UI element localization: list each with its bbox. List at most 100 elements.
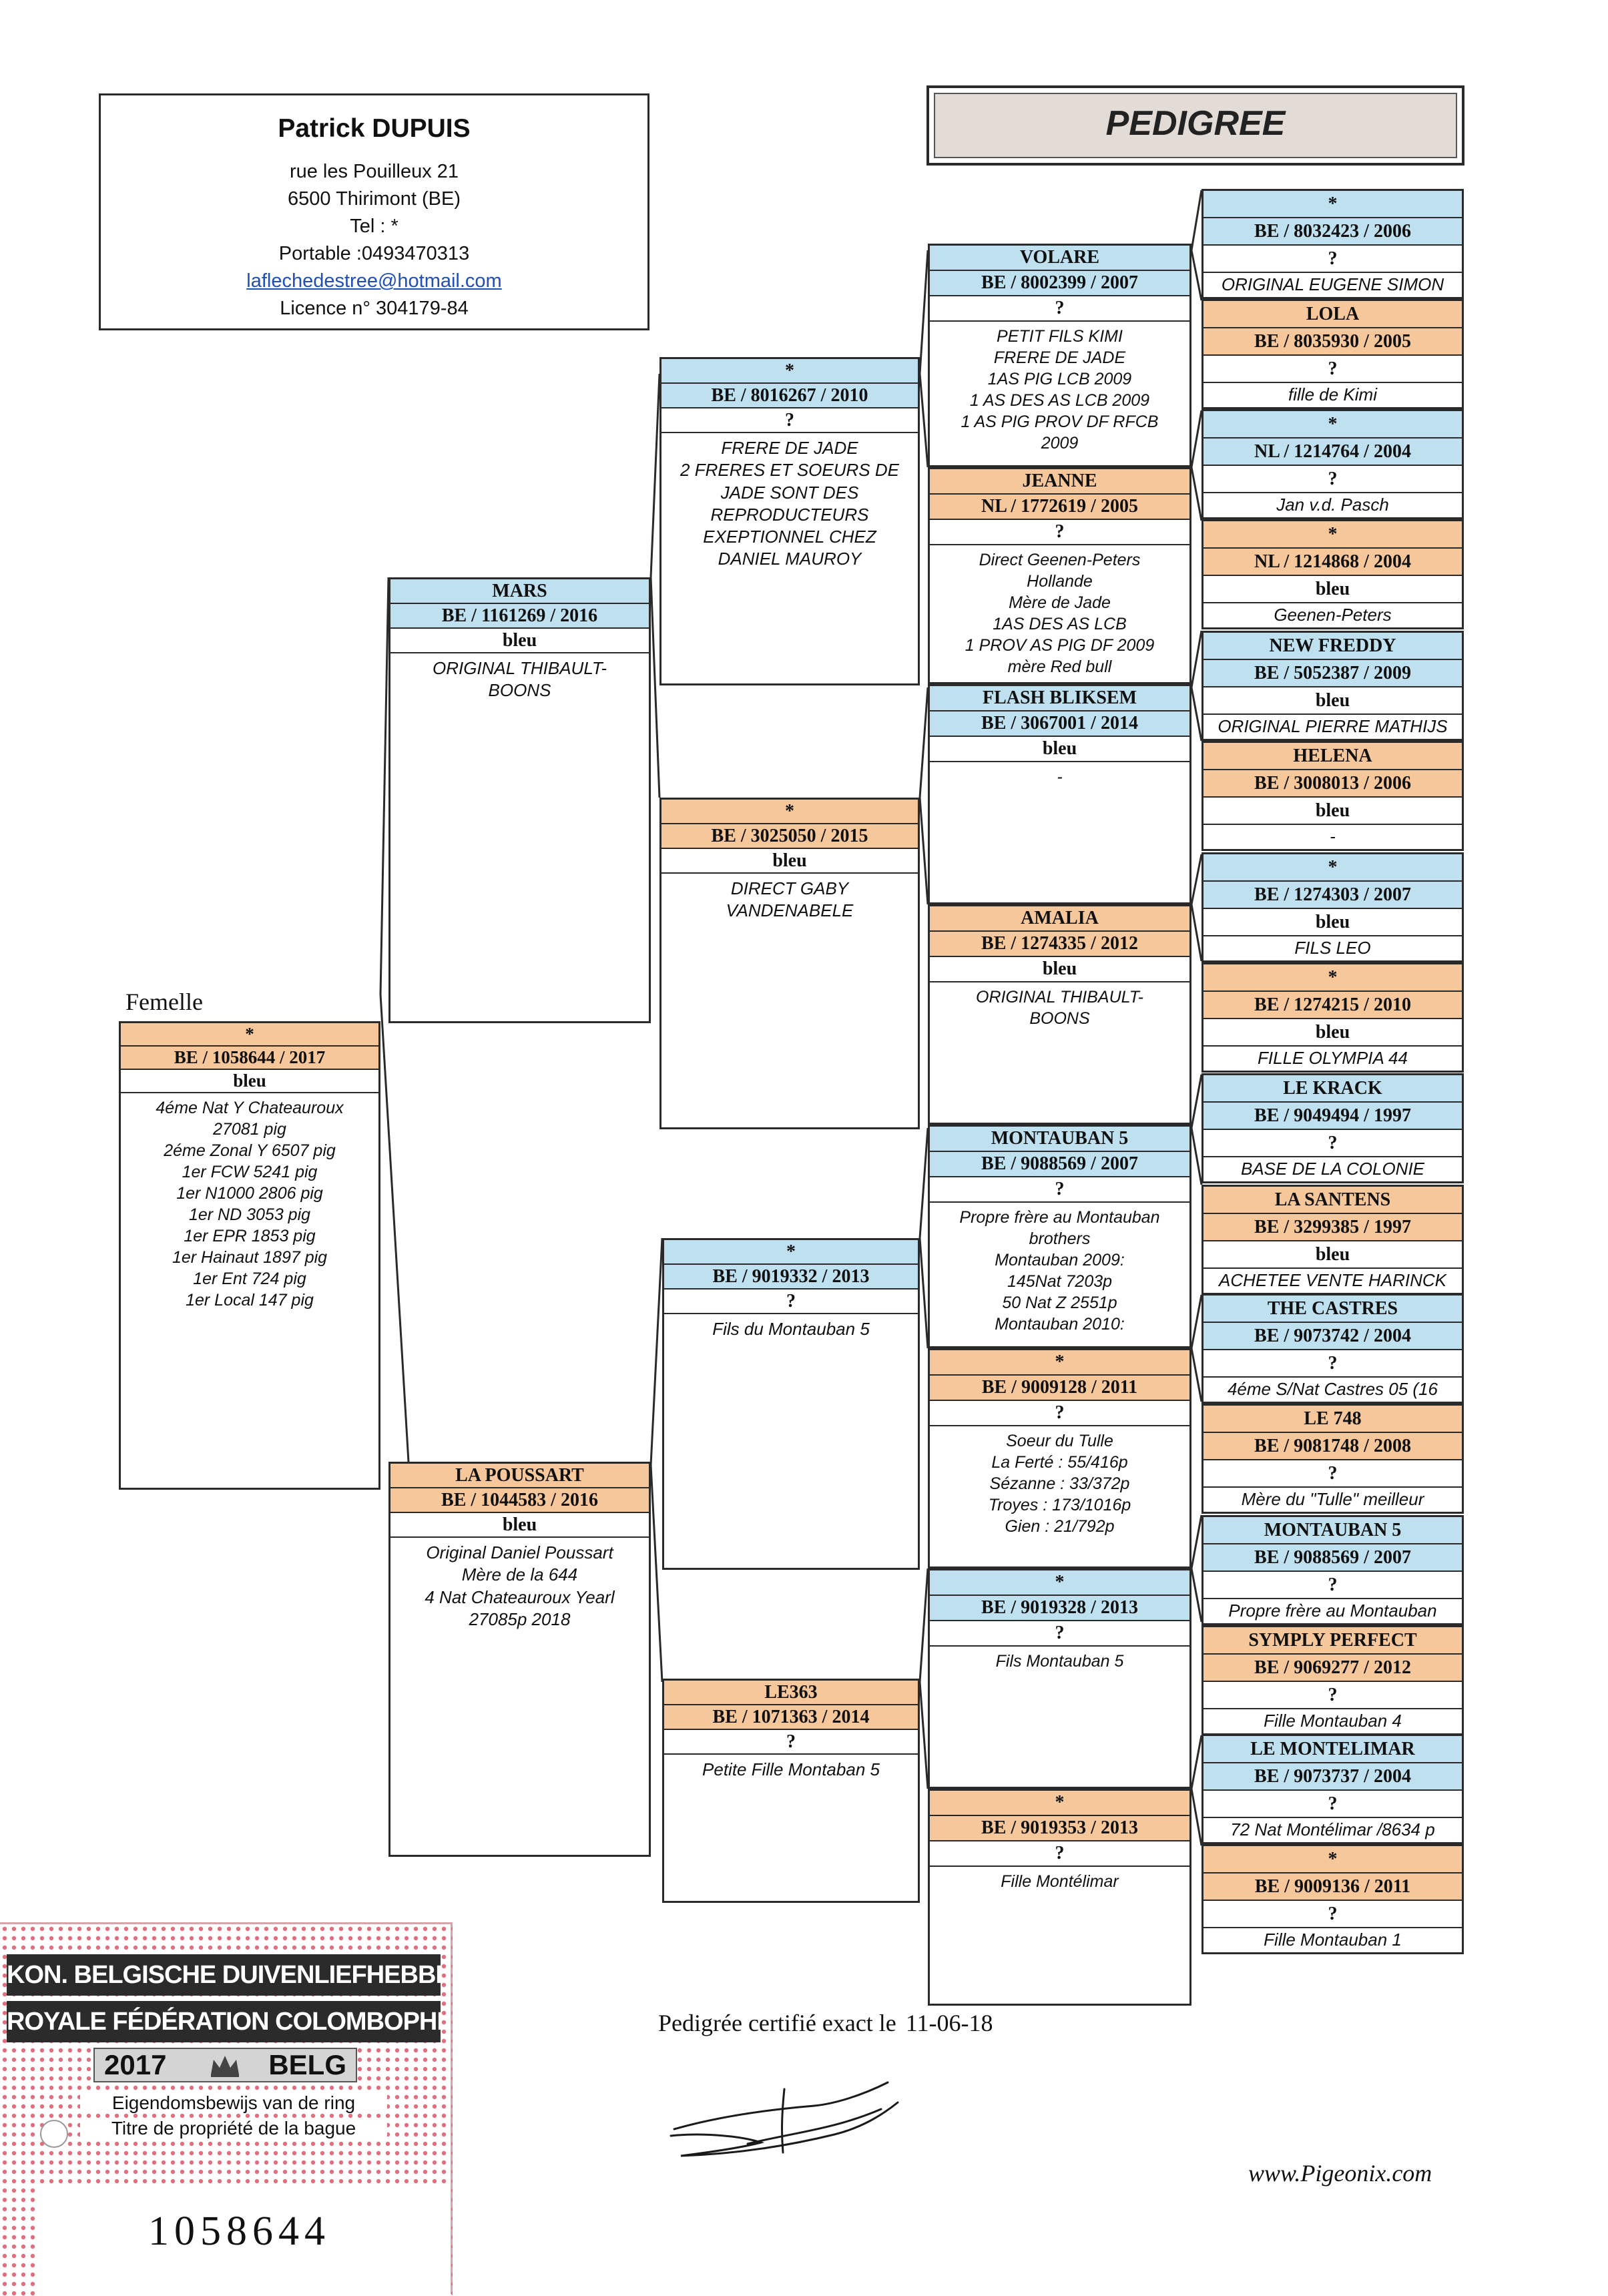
bird-name: * [664, 1240, 918, 1265]
pedigree-title-box: PEDIGREE [926, 85, 1464, 166]
bird-ring: BE / 9009128 / 2011 [930, 1376, 1189, 1401]
bird-note-line: brothers [1029, 1229, 1091, 1248]
bird-notes: Fille Montélimar [930, 1867, 1189, 1892]
bird-name: * [121, 1023, 378, 1047]
bird-name: THE CASTRES [1203, 1296, 1462, 1323]
bird-color: ? [661, 408, 918, 433]
bird-color: ? [1203, 1460, 1462, 1488]
bird-ring: BE / 9019332 / 2013 [664, 1265, 918, 1289]
bird-note-line: EXEPTIONNEL CHEZ [703, 527, 876, 547]
crown-icon [211, 2056, 239, 2077]
bird-name: LE 748 [1203, 1406, 1462, 1433]
bird-name: * [1203, 521, 1462, 549]
bird-note-line: 2009 [1041, 434, 1079, 453]
bird-note-line: DANIEL MAUROY [718, 549, 862, 569]
bird-note-line: Mère de la 644 [461, 1564, 578, 1585]
certification-text: Pedigrée certifié exact le [658, 2010, 896, 2036]
bird-note-line: Fils Montauban 5 [995, 1652, 1124, 1671]
bird-note-line: Montauban 2009: [995, 1251, 1125, 1269]
bird-note-line: 4éme Nat Y Chateauroux [156, 1099, 344, 1117]
bird-ring: NL / 1214868 / 2004 [1203, 549, 1462, 576]
bird-note-line: PETIT FILS KIMI [997, 327, 1123, 346]
bird-note-line: Petite Fille Montaban 5 [702, 1759, 880, 1779]
bird-note: Geenen-Peters [1203, 603, 1462, 627]
bird-note-line: JADE SONT DES [720, 482, 859, 503]
bird-note: fille de Kimi [1203, 383, 1462, 407]
bird-color: ? [1203, 1350, 1462, 1378]
bird-ring: BE / 9088569 / 2007 [1203, 1544, 1462, 1572]
bird-name: HELENA [1203, 743, 1462, 770]
bird-color: bleu [930, 957, 1189, 982]
bird-note: ORIGINAL PIERRE MATHIJS [1203, 715, 1462, 739]
bird-ring: BE / 3025050 / 2015 [661, 824, 918, 849]
bird-box-dds: *BE / 9019328 / 2013?Fils Montauban 5 [928, 1568, 1191, 1789]
bird-note-line: Hollande [1027, 572, 1093, 591]
bird-note-line: Mère de Jade [1009, 593, 1111, 612]
breeder-email-link[interactable]: laflechedestree@hotmail.com [246, 270, 502, 292]
bird-color: bleu [1203, 798, 1462, 825]
bird-note-line: 50 Nat Z 2551p [1002, 1294, 1117, 1312]
bird-note-line: 1 AS DES AS LCB 2009 [969, 391, 1150, 410]
bird-name: LOLA [1203, 301, 1462, 328]
bird-ring: BE / 5052387 / 2009 [1203, 660, 1462, 687]
bird-box-ddd: *BE / 9019353 / 2013?Fille Montélimar [928, 1789, 1191, 2006]
bird-color: ? [664, 1289, 918, 1314]
bird-notes: Fils du Montauban 5 [664, 1314, 918, 1340]
bird-notes: - [930, 762, 1189, 788]
bird-name: * [1203, 964, 1462, 992]
bird-color: bleu [1203, 1019, 1462, 1047]
bird-note: ORIGINAL EUGENE SIMON [1203, 273, 1462, 297]
sex-label: Femelle [125, 988, 203, 1015]
bird-note-line: FRERE DE JADE [993, 348, 1126, 367]
bird-name: * [661, 800, 918, 824]
bird-color: ? [1203, 246, 1462, 273]
bird-ring: BE / 9019328 / 2013 [930, 1596, 1189, 1621]
bird-name: * [930, 1350, 1189, 1376]
bird-ring: BE / 9073737 / 2004 [1203, 1763, 1462, 1791]
breeder-address: rue les Pouilleux 21 [289, 161, 459, 182]
bird-note-line: Propre frère au Montauban [959, 1208, 1160, 1227]
bird-color: bleu [930, 737, 1189, 762]
bird-ring: BE / 8016267 / 2010 [661, 384, 918, 408]
bird-note-line: Troyes : 173/1016p [988, 1496, 1131, 1514]
breeder-name: Patrick DUPUIS [278, 114, 471, 143]
bird-notes: Petite Fille Montaban 5 [664, 1755, 918, 1781]
bird-note-line: 2 FRERES ET SOEURS DE [680, 460, 899, 481]
bird-name: LA SANTENS [1203, 1187, 1462, 1214]
bird-color: ? [664, 1730, 918, 1755]
website-link[interactable]: www.Pigeonix.com [1248, 2160, 1432, 2187]
bird-note-line: - [1057, 768, 1063, 786]
bird-ring: BE / 1274215 / 2010 [1203, 992, 1462, 1019]
bird-notes: ORIGINAL THIBAULT-BOONS [930, 982, 1189, 1029]
bird-note-line: Sézanne : 33/372p [989, 1474, 1130, 1493]
bird-note: - [1203, 825, 1462, 849]
bird-ring: BE / 9019353 / 2013 [930, 1816, 1189, 1841]
bird-color: bleu [1203, 576, 1462, 603]
bird-name: SYMPLY PERFECT [1203, 1627, 1462, 1655]
bird-note-line: VANDENABELE [726, 900, 854, 921]
bird-name: * [1203, 1846, 1462, 1874]
bird-note: Propre frère au Montauban [1203, 1599, 1462, 1623]
bird-name: * [930, 1570, 1189, 1596]
bird-box-ssds: *NL / 1214764 / 2004?Jan v.d. Pasch [1201, 409, 1464, 519]
bird-color: ? [1203, 466, 1462, 493]
bird-note-line: 4 Nat Chateauroux Yearl [425, 1587, 615, 1607]
bird-note-line: 1er N1000 2806 pig [176, 1184, 323, 1203]
bird-note: FILLE OLYMPIA 44 [1203, 1047, 1462, 1071]
